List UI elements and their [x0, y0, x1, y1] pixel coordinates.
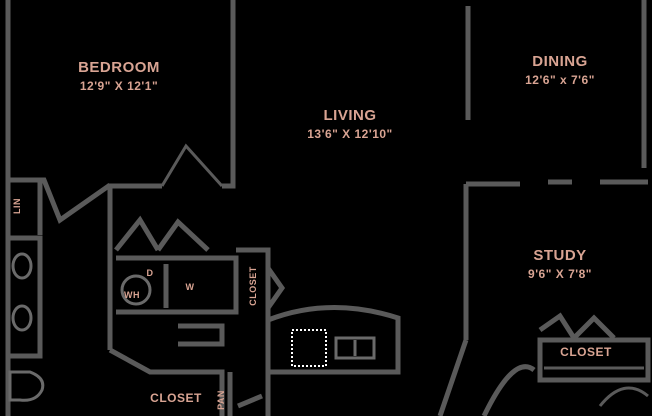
- room-name-study: STUDY: [533, 247, 586, 264]
- room-dims-dining: 12'6" x 7'6": [525, 73, 595, 87]
- sink-icon: [11, 252, 33, 280]
- sink-icon: [11, 304, 33, 332]
- room-dims-bedroom: 12'9" X 12'1": [80, 79, 158, 93]
- kitchen-sink-icon: [334, 336, 376, 360]
- label-linen: LIN: [12, 198, 22, 214]
- stove-icon: [291, 329, 327, 367]
- room-name-dining: DINING: [532, 53, 588, 70]
- fixtures: [8, 252, 644, 402]
- room-name-bedroom: BEDROOM: [78, 59, 160, 76]
- label-closet-small: CLOSET: [248, 266, 258, 306]
- label-closet-study: CLOSET: [560, 345, 612, 359]
- water-heater-icon: [120, 274, 152, 306]
- label-dryer: D: [147, 268, 154, 278]
- label-washer: W: [186, 282, 195, 292]
- label-wh: WH: [124, 290, 140, 300]
- room-dims-living: 13'6" X 12'10": [307, 127, 392, 141]
- label-closet-bottom: CLOSET: [150, 391, 202, 405]
- room-name-living: LIVING: [323, 107, 376, 124]
- room-dims-study: 9'6" X 7'8": [528, 267, 592, 281]
- walls: [5, 0, 651, 416]
- toilet-icon: [8, 370, 45, 402]
- label-pantry: PAN: [216, 390, 226, 410]
